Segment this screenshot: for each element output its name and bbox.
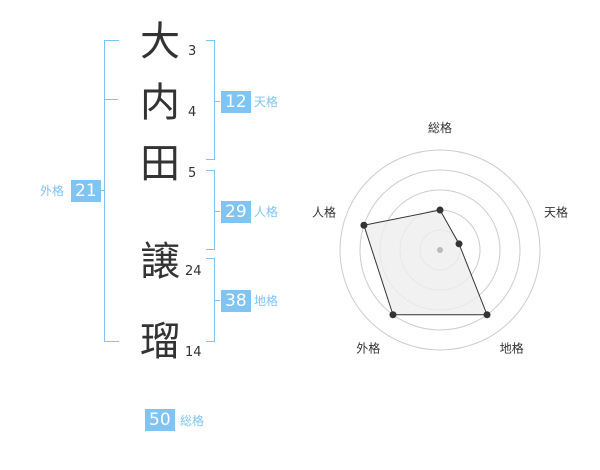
radar-point-5 (360, 221, 368, 229)
jinkaku-connector (214, 211, 220, 212)
name-char-3: 田 (140, 141, 180, 187)
gaikaku-value: 21 (71, 180, 101, 202)
stroke-count-2: 4 (188, 105, 197, 120)
chikaku-connector (214, 300, 220, 301)
radar-grid-ring-5 (339, 149, 541, 351)
stroke-count-5: 14 (185, 345, 202, 360)
radar-axis-label-1: 総格 (428, 120, 452, 135)
jinkaku-label: 人格 (254, 205, 279, 219)
radar-point-4 (389, 311, 397, 319)
stroke-count-3: 5 (188, 166, 197, 181)
radar-series-area (363, 209, 488, 316)
jinkaku-value: 29 (221, 201, 251, 223)
tenkaku-label: 天格 (254, 95, 279, 109)
chikaku-value: 38 (221, 290, 251, 312)
gaikaku-label: 外格 (40, 184, 65, 198)
radar-point-1 (436, 206, 444, 214)
gaikaku-bracket (104, 40, 119, 342)
radar-point-2 (455, 240, 463, 248)
tenkaku-connector (214, 101, 220, 102)
soukaku-value: 50 (145, 409, 175, 431)
stroke-count-1: 3 (188, 44, 197, 59)
radar-axis-label-4: 外格 (356, 341, 380, 356)
jinkaku-bracket (206, 170, 215, 250)
name-char-4: 譲 (140, 239, 180, 285)
radar-axis-label-5: 人格 (312, 204, 336, 219)
radar-grid-ring-4 (359, 169, 521, 331)
name-char-2: 内 (140, 80, 180, 126)
name-char-5: 瑠 (140, 319, 180, 365)
radar-axis-label-3: 地格 (500, 341, 524, 356)
stroke-count-4: 24 (185, 264, 202, 279)
chikaku-label: 地格 (254, 294, 279, 308)
name-char-1: 大 (140, 19, 180, 65)
radar-axis-label-2: 天格 (544, 204, 568, 219)
tenkaku-bracket (206, 40, 215, 160)
gaikaku-connector (98, 190, 104, 191)
tenkaku-value: 12 (221, 91, 251, 113)
gaikaku-divider-tick (104, 99, 118, 100)
soukaku-label: 総格 (180, 414, 205, 428)
radar-center-dot (437, 247, 443, 253)
radar-point-3 (483, 311, 491, 319)
